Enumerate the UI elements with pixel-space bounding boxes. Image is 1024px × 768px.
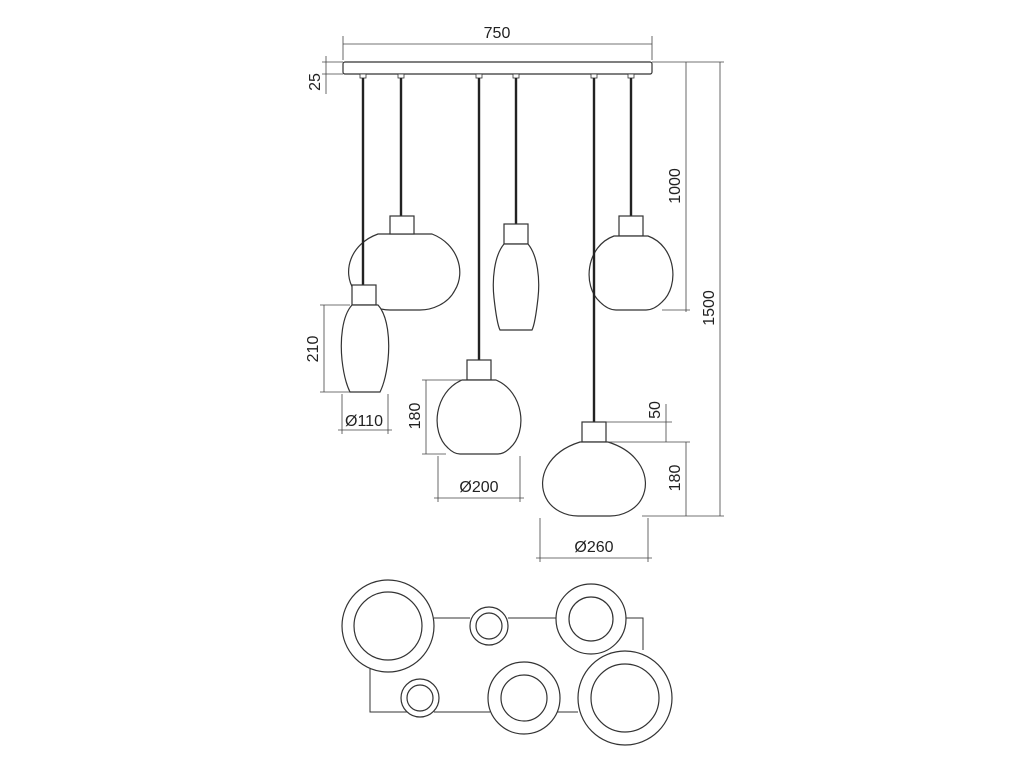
globe-height-dimension: 180 (407, 379, 462, 455)
shade-tall-left (340, 284, 390, 393)
plan-ring-small-bottom (400, 678, 440, 718)
shade-globe-right (588, 215, 674, 311)
cord-length-label: 1000 (667, 168, 684, 204)
bowl-height-dimension: 180 (642, 442, 724, 517)
socket-height-dimension: 50 (606, 401, 690, 443)
cords (359, 73, 635, 224)
tall-shade-diameter-dimension: Ø110 (338, 394, 392, 434)
bowl-height-label: 180 (667, 465, 684, 492)
plan-view (341, 579, 673, 746)
tall-shade-height-dimension: 210 (305, 304, 350, 393)
plate-thickness-dimension: 25 (307, 56, 343, 94)
plate-thickness-label: 25 (307, 73, 324, 91)
plan-ring-small-top (469, 606, 509, 646)
overall-height-dimensions: 1000 1500 (652, 61, 724, 516)
width-dimension: 750 (342, 25, 653, 60)
tall-shade-height-label: 210 (305, 336, 322, 363)
globe-height-label: 180 (407, 403, 424, 430)
ceiling-plate (342, 61, 653, 75)
shade-globe-200 (436, 359, 522, 455)
plan-ring-medium-top (555, 583, 627, 655)
tall-shade-diameter-label: Ø110 (345, 413, 383, 430)
bowl-diameter-dimension: Ø260 (536, 518, 652, 562)
shade-bowl-260 (542, 421, 646, 517)
overall-height-label: 1500 (701, 290, 718, 326)
globe-diameter-label: Ø200 (459, 479, 498, 496)
width-label: 750 (484, 25, 511, 42)
socket-height-label: 50 (647, 401, 664, 419)
plan-ring-large-left (341, 579, 435, 673)
bowl-diameter-label: Ø260 (574, 539, 613, 556)
globe-diameter-dimension: Ø200 (434, 456, 524, 502)
shade-tall-center (492, 223, 540, 331)
plan-ring-large-right (577, 650, 673, 746)
plan-ring-medium-bottom (487, 661, 561, 735)
